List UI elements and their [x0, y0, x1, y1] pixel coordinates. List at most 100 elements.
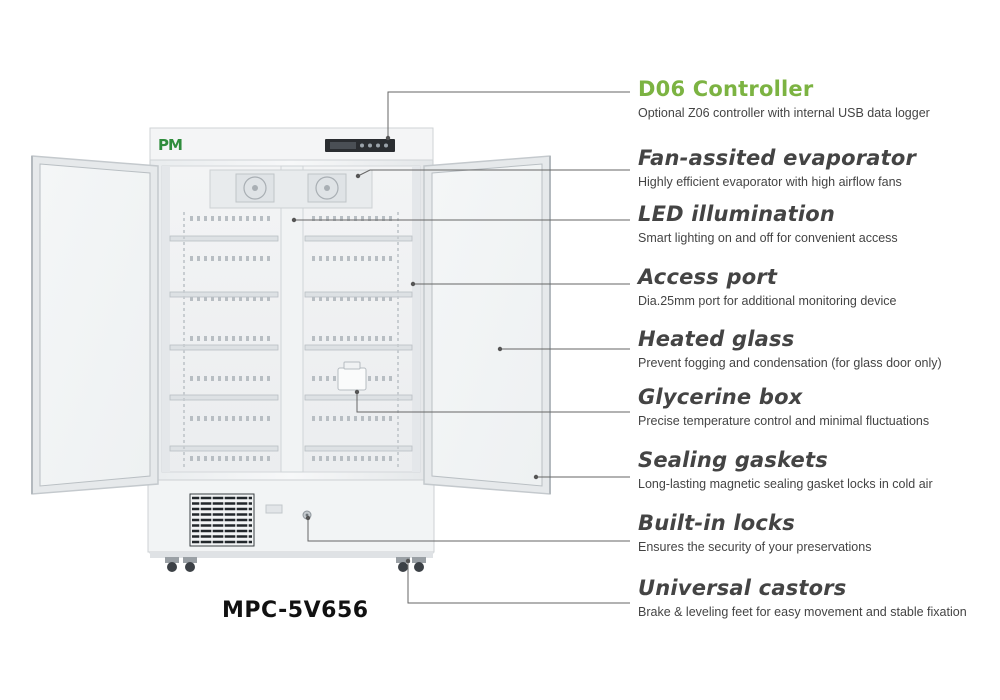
- left-glass-door: [31, 155, 159, 495]
- vent-slot: [246, 336, 249, 341]
- vent-slot: [333, 296, 336, 301]
- vent-slot: [389, 296, 392, 301]
- castor-icon: [412, 557, 426, 572]
- vent-slot: [211, 256, 214, 261]
- vent-slot: [211, 336, 214, 341]
- vent-slot: [312, 256, 315, 261]
- vent-slot: [375, 456, 378, 461]
- callout-dot: [291, 217, 297, 223]
- vent-slot: [253, 376, 256, 381]
- shelves: [169, 212, 413, 470]
- vent-slot: [267, 256, 270, 261]
- vent-slot: [312, 376, 315, 381]
- vent-slot: [239, 376, 242, 381]
- vent-slot: [375, 296, 378, 301]
- vent-slot: [211, 216, 214, 221]
- vent-slot: [375, 336, 378, 341]
- feature-title: Built-in locks: [638, 511, 795, 535]
- vent-slot: [382, 416, 385, 421]
- feature-title: LED illumination: [638, 202, 836, 226]
- fan-icon: [307, 173, 347, 203]
- vent-slot: [253, 256, 256, 261]
- vent-slot: [204, 256, 207, 261]
- glycerine-box: [337, 361, 367, 391]
- callout-dot: [533, 474, 539, 480]
- feature-glycerine-box: Glycerine box Precise temperature contro…: [638, 384, 988, 430]
- vent-slot: [232, 216, 235, 221]
- right-glass-door: [423, 155, 551, 495]
- vent-slot: [340, 336, 343, 341]
- vent-slot: [267, 216, 270, 221]
- vent-slot: [361, 416, 364, 421]
- callout-lines: [294, 91, 630, 604]
- vent-slot: [382, 216, 385, 221]
- vent-slot: [361, 256, 364, 261]
- vent-slot: [232, 256, 235, 261]
- feature-title: D06 Controller: [638, 77, 814, 101]
- vent-slot: [389, 456, 392, 461]
- shelf: [169, 344, 279, 351]
- vent-slot: [225, 216, 228, 221]
- vent-slot: [190, 456, 193, 461]
- vent-slot: [312, 336, 315, 341]
- vent-slot: [246, 216, 249, 221]
- vent-slot: [190, 296, 193, 301]
- shelf: [169, 291, 279, 298]
- feature-d06-controller: D06 Controller Optional Z06 controller w…: [638, 76, 988, 122]
- vent-slot: [389, 416, 392, 421]
- vent-slot: [368, 456, 371, 461]
- vent-slot: [340, 456, 343, 461]
- vent-slot: [319, 336, 322, 341]
- vent-slot: [267, 376, 270, 381]
- vent-slot: [218, 376, 221, 381]
- vent-slot: [326, 416, 329, 421]
- feature-title: Universal castors: [638, 576, 847, 600]
- vent-slot: [326, 376, 329, 381]
- vent-slot: [239, 256, 242, 261]
- vent-slot: [218, 256, 221, 261]
- vent-slot: [267, 296, 270, 301]
- vent-slot: [333, 376, 336, 381]
- feature-led-illumination: LED illumination Smart lighting on and o…: [638, 201, 988, 247]
- vent-slot: [312, 416, 315, 421]
- callout-line: [357, 169, 630, 177]
- callout-dot: [385, 135, 391, 141]
- vent-slot: [267, 416, 270, 421]
- vent-slot: [267, 336, 270, 341]
- vent-slot: [232, 296, 235, 301]
- vent-slot: [239, 216, 242, 221]
- lock-icon: [302, 510, 312, 520]
- vent-slot: [333, 416, 336, 421]
- vent-slot: [253, 296, 256, 301]
- feature-fan-evaporator: Fan-assited evaporator Highly efficient …: [638, 145, 988, 191]
- vent-slot: [204, 416, 207, 421]
- callout-line: [387, 91, 630, 138]
- vent-slot: [333, 456, 336, 461]
- callout-line: [407, 561, 630, 604]
- vent-slot: [218, 336, 221, 341]
- shelf: [169, 445, 279, 452]
- vent-slot: [319, 416, 322, 421]
- vent-slot: [232, 456, 235, 461]
- vent-slot: [326, 256, 329, 261]
- feature-title: Glycerine box: [638, 385, 803, 409]
- vent-slot: [382, 336, 385, 341]
- vent-slot: [197, 456, 200, 461]
- feature-title: Heated glass: [638, 327, 795, 351]
- vent-slot: [347, 296, 350, 301]
- feature-desc: Precise temperature control and minimal …: [638, 414, 930, 428]
- callout-dot: [410, 281, 416, 287]
- shelf: [169, 235, 279, 242]
- center-mullion: [280, 165, 304, 473]
- shelf: [304, 445, 413, 452]
- brand-logo: PM: [158, 136, 183, 154]
- vent-slot: [260, 336, 263, 341]
- callout-dots: [291, 135, 539, 564]
- callout-dot: [497, 346, 503, 352]
- callout-line: [356, 392, 630, 413]
- vent-slot: [197, 256, 200, 261]
- vent-slot: [225, 416, 228, 421]
- vent-slot: [211, 376, 214, 381]
- model-number: MPC-5V656: [222, 598, 369, 623]
